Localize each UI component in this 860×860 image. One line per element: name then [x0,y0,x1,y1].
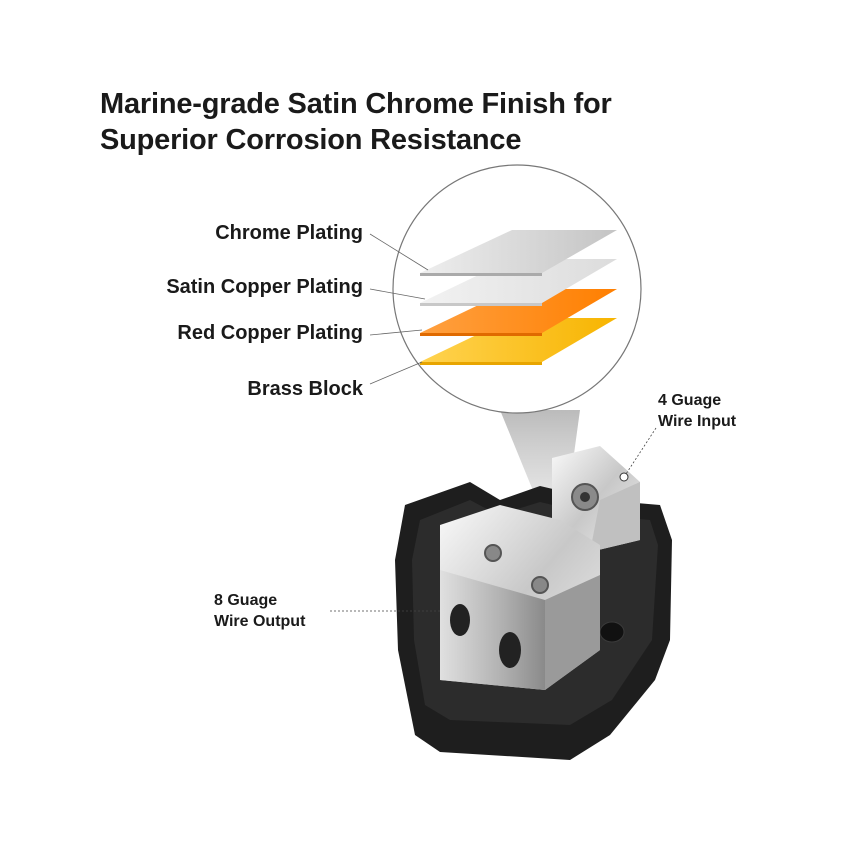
layer-red-copper [420,289,617,336]
layer-brass [420,318,617,365]
output-set-screw-icon [484,544,502,562]
leader-red [369,329,423,336]
layer-satin-copper [420,259,617,306]
input-callout-line [625,427,657,475]
headline-line-1: Marine-grade Satin Chrome Finish for [100,88,612,120]
output-callout: 8 Guage Wire Output [214,590,305,632]
input-callout-line2: Wire Input [658,413,737,430]
output-callout-line1: 8 Guage [214,592,278,609]
layer-label-chrome: Chrome Plating [215,222,363,244]
input-callout-line1: 4 Guage [658,392,722,409]
layer-chrome [420,230,617,276]
leader-chrome [369,233,429,271]
layer-label-brass: Brass Block [247,378,363,400]
input-callout: 4 Guage Wire Input [658,390,736,432]
mount-hole-icon [599,621,625,643]
distribution-block [395,446,672,760]
leader-brass [369,361,423,385]
headline-line-2: Superior Corrosion Resistance [100,124,522,156]
output-callout-line2: Wire Output [214,613,306,630]
leader-satin [369,288,426,300]
output-wire-hole-icon [450,604,470,636]
layer-label-red-copper: Red Copper Plating [177,322,363,344]
headline: Marine-grade Satin Chrome Finish for Sup… [100,86,612,158]
layer-label-satin-copper: Satin Copper Plating [166,276,363,298]
